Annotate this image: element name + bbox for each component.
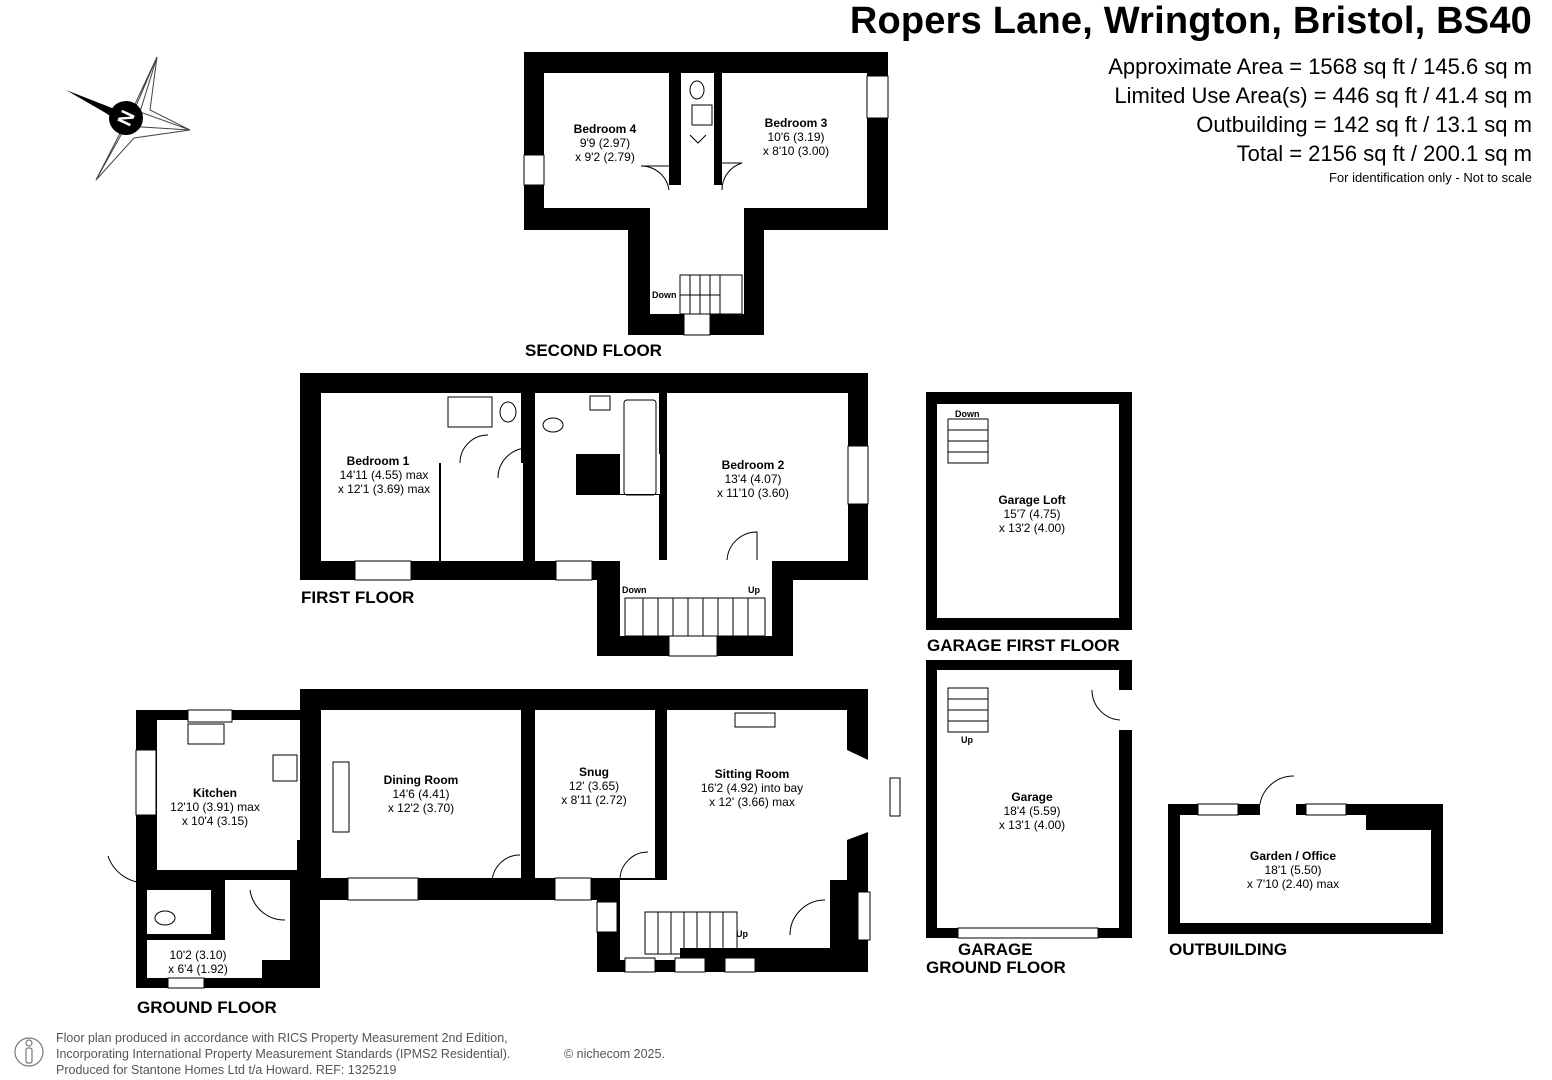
garage-dim-1: 18'4 (5.59) <box>1004 804 1061 818</box>
snug-label: Snug <box>579 765 609 779</box>
property-address-title: Ropers Lane, Wrington, Bristol, BS40 <box>849 0 1532 42</box>
garden-office-dim-2: x 7'10 (2.40) max <box>1247 877 1339 891</box>
person-icon <box>14 1037 44 1067</box>
bedroom-1-dim-2: x 12'1 (3.69) max <box>338 482 430 496</box>
north-arrow-icon: N <box>66 56 191 181</box>
bedroom-4-label: Bedroom 4 <box>574 122 637 136</box>
second-floor-stairs-down: Down <box>652 290 677 300</box>
sitting-room-label: Sitting Room <box>715 767 790 781</box>
bedroom-2-dim-1: 13'4 (4.07) <box>725 472 782 486</box>
dining-room-label: Dining Room <box>384 773 459 787</box>
garage-loft-dim-2: x 13'2 (4.00) <box>999 521 1065 535</box>
ground-floor-plan: Kitchen 12'10 (3.91) max x 10'4 (3.15) D… <box>107 689 901 1017</box>
limited-use-area: Limited Use Area(s) = 446 sq ft / 41.4 s… <box>1114 83 1532 108</box>
garage-ground-floor-title-2: GROUND FLOOR <box>926 958 1066 977</box>
bedroom-2-label: Bedroom 2 <box>722 458 785 472</box>
bedroom-3-dim-1: 10'6 (3.19) <box>768 130 825 144</box>
sitting-room-dim-1: 16'2 (4.92) into bay <box>701 781 803 795</box>
utility-dim-2: x 6'4 (1.92) <box>168 962 228 976</box>
garage-first-floor-plan: Down Garage Loft 15'7 (4.75) x 13'2 (4.0… <box>926 392 1132 655</box>
bedroom-4-dim-1: 9'9 (2.97) <box>580 136 630 150</box>
garage-loft-label: Garage Loft <box>998 493 1065 507</box>
footer-line-2: Incorporating International Property Mea… <box>56 1047 511 1061</box>
kitchen-label: Kitchen <box>193 786 237 800</box>
bedroom-1-label: Bedroom 1 <box>347 454 410 468</box>
snug-dim-1: 12' (3.65) <box>569 779 619 793</box>
garden-office-label: Garden / Office <box>1250 849 1336 863</box>
outbuilding-plan: Garden / Office 18'1 (5.50) x 7'10 (2.40… <box>1168 775 1443 959</box>
footer-line-1: Floor plan produced in accordance with R… <box>56 1031 508 1045</box>
footer-line-3: Produced for Stantone Homes Ltd t/a Howa… <box>56 1063 397 1077</box>
approximate-area: Approximate Area = 1568 sq ft / 145.6 sq… <box>1108 54 1532 79</box>
garage-label: Garage <box>1011 790 1053 804</box>
dining-room-dim-2: x 12'2 (3.70) <box>388 801 454 815</box>
bedroom-1-dim-1: 14'11 (4.55) max <box>340 468 429 482</box>
second-floor-title: SECOND FLOOR <box>525 341 662 360</box>
garage-loft-stairs-down: Down <box>955 409 980 419</box>
ground-floor-stairs-up: Up <box>736 929 748 939</box>
outbuilding-title: OUTBUILDING <box>1169 940 1287 959</box>
footer-copyright: © nichecom 2025. <box>564 1047 665 1061</box>
kitchen-dim-2: x 10'4 (3.15) <box>182 814 248 828</box>
bedroom-3-dim-2: x 8'10 (3.00) <box>763 144 829 158</box>
garage-stairs-up: Up <box>961 735 973 745</box>
garage-dim-2: x 13'1 (4.00) <box>999 818 1065 832</box>
snug-dim-2: x 8'11 (2.72) <box>561 793 626 807</box>
first-floor-stairs-down: Down <box>622 585 647 595</box>
garage-first-floor-title: GARAGE FIRST FLOOR <box>927 636 1120 655</box>
bedroom-2-dim-2: x 11'10 (3.60) <box>717 486 789 500</box>
dining-room-dim-1: 14'6 (4.41) <box>393 787 450 801</box>
bedroom-4-dim-2: x 9'2 (2.79) <box>575 150 635 164</box>
garden-office-dim-1: 18'1 (5.50) <box>1265 863 1322 877</box>
total-area: Total = 2156 sq ft / 200.1 sq m <box>1236 141 1532 166</box>
utility-dim-1: 10'2 (3.10) <box>170 948 227 962</box>
first-floor-stairs-up: Up <box>748 585 760 595</box>
garage-loft-dim-1: 15'7 (4.75) <box>1004 507 1061 521</box>
sitting-room-dim-2: x 12' (3.66) max <box>709 795 795 809</box>
footer-notes: Floor plan produced in accordance with R… <box>56 1030 665 1078</box>
first-floor-title: FIRST FLOOR <box>301 588 414 607</box>
bedroom-3-label: Bedroom 3 <box>765 116 828 130</box>
second-floor-plan: Bedroom 4 9'9 (2.97) x 9'2 (2.79) Bedroo… <box>523 52 889 360</box>
garage-ground-floor-plan: Up Garage 18'4 (5.59) x 13'1 (4.00) GARA… <box>926 660 1132 977</box>
outbuilding-area: Outbuilding = 142 sq ft / 13.1 sq m <box>1196 112 1532 137</box>
ground-floor-title: GROUND FLOOR <box>137 998 277 1017</box>
garage-ground-floor-title-1: GARAGE <box>958 940 1033 959</box>
first-floor-plan: Bedroom 1 14'11 (4.55) max x 12'1 (3.69)… <box>300 373 869 657</box>
scale-disclaimer: For identification only - Not to scale <box>1328 170 1532 185</box>
kitchen-dim-1: 12'10 (3.91) max <box>170 800 260 814</box>
